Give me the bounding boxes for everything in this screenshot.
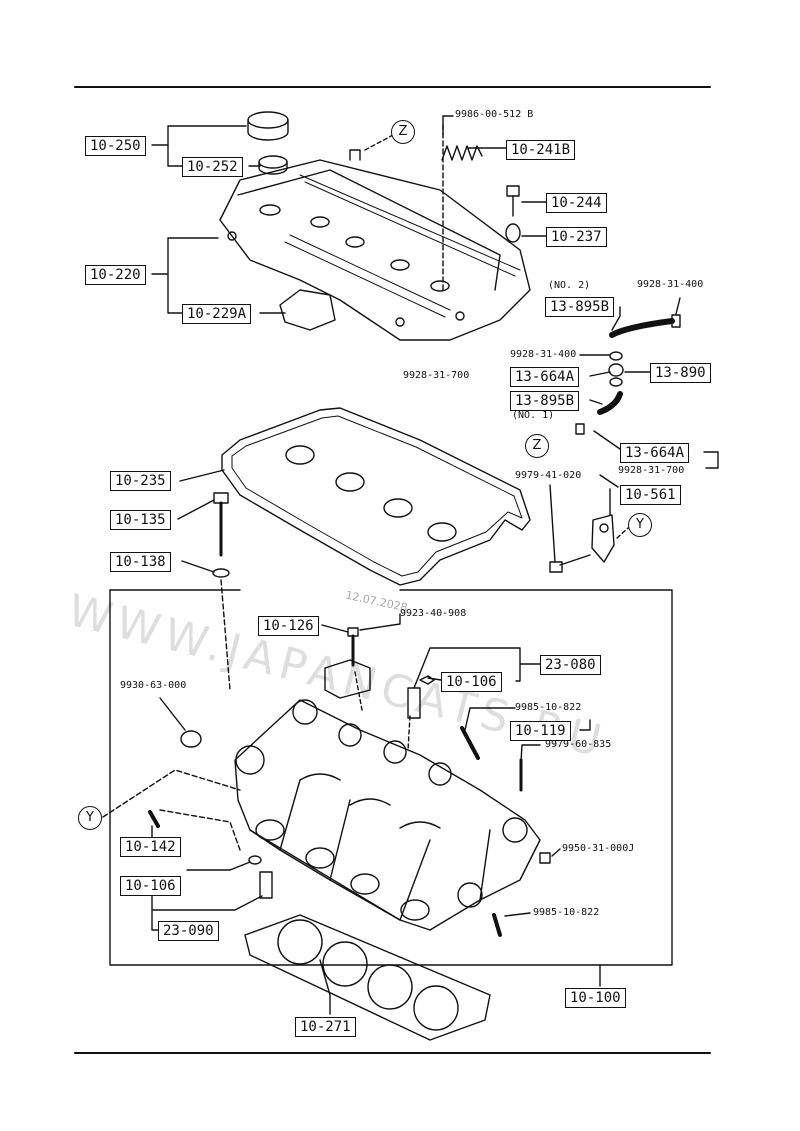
label-10-135: 10-135 [110, 510, 171, 530]
part-number-9928-31-700-right: 9928-31-700 [618, 465, 685, 476]
part-number-9985-10-822-lower: 9985-10-822 [533, 907, 600, 918]
cylinder-head [234, 699, 541, 931]
part-number-9985-10-822-upper: 9985-10-822 [515, 702, 582, 713]
label-10-119: 10-119 [510, 721, 571, 741]
label-10-237: 10-237 [546, 227, 607, 247]
label-10-229a: 10-229A [182, 304, 252, 324]
label-10-220: 10-220 [85, 265, 146, 285]
label-10-138: 10-138 [110, 552, 171, 572]
label-13-890: 13-890 [650, 363, 711, 383]
label-10-561: 10-561 [620, 485, 681, 505]
part-number-9979-60-835: 9979-60-835 [545, 739, 612, 750]
label-13-895b-no2: 13-895B [545, 297, 615, 317]
label-10-106-upper: 10-106 [441, 672, 502, 692]
head-cover-gasket [221, 407, 531, 586]
part-number-9928-31-400-upper: 9928-31-400 [637, 279, 704, 290]
part-number-9979-41-020: 9979-41-020 [515, 470, 582, 481]
label-10-244: 10-244 [546, 193, 607, 213]
label-13-664a-upper: 13-664A [510, 367, 580, 387]
ref-circle-y-head: Y [78, 806, 102, 830]
part-number-9986-00-512b: 9986-00-512 B [455, 109, 534, 120]
ref-circle-y-bracket: Y [628, 513, 652, 537]
part-number-9923-40-908: 9923-40-908 [400, 608, 467, 619]
label-10-126: 10-126 [258, 616, 319, 636]
label-10-252: 10-252 [182, 157, 243, 177]
ref-circle-z-hose: Z [525, 434, 549, 458]
part-number-9950-31-000j: 9950-31-000J [562, 843, 635, 854]
label-23-080: 23-080 [540, 655, 601, 675]
label-10-106-lower: 10-106 [120, 876, 181, 896]
note-no2: (NO. 2) [548, 280, 591, 291]
label-23-090: 23-090 [158, 921, 219, 941]
label-13-664a-lower: 13-664A [620, 443, 690, 463]
label-10-271: 10-271 [295, 1017, 356, 1037]
head-gasket [244, 914, 491, 1041]
part-number-9930-63-000: 9930-63-000 [120, 680, 187, 691]
label-13-895b-no1: 13-895B [510, 391, 580, 411]
cylinder-head-cover [219, 149, 531, 341]
label-10-235: 10-235 [110, 471, 171, 491]
part-number-9928-31-700-left: 9928-31-700 [403, 370, 470, 381]
label-10-142: 10-142 [120, 837, 181, 857]
ref-circle-z-top: Z [391, 120, 415, 144]
note-no1: (NO. 1) [512, 410, 555, 421]
label-10-241b: 10-241B [506, 140, 576, 160]
part-number-9928-31-400-lower: 9928-31-400 [510, 349, 577, 360]
label-10-250: 10-250 [85, 136, 146, 156]
label-10-100: 10-100 [565, 988, 626, 1008]
